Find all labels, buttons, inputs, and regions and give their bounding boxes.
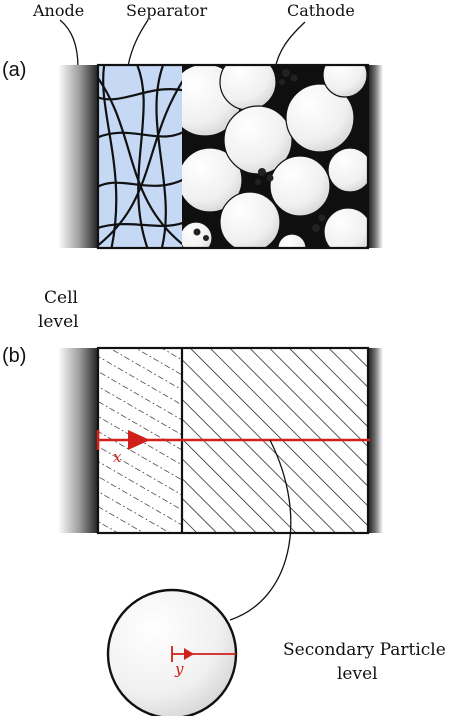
cathode-leader-line bbox=[274, 21, 306, 71]
separator-label: Separator bbox=[126, 1, 207, 20]
anode-region-b bbox=[58, 348, 98, 533]
cathode-collector-a bbox=[368, 65, 383, 248]
particle-level-label-line2: level bbox=[337, 664, 378, 684]
anode-leader-line bbox=[59, 19, 79, 69]
cathode-label: Cathode bbox=[287, 1, 355, 20]
cathode-particles bbox=[182, 65, 368, 248]
cathode-region bbox=[182, 65, 368, 248]
cell-level-label-line2: level bbox=[38, 312, 79, 332]
separator-leader-line bbox=[127, 19, 149, 67]
anode-label: Anode bbox=[32, 1, 84, 20]
panel-a-label: (a) bbox=[2, 59, 26, 81]
x-variable-label: x bbox=[113, 448, 122, 466]
cell-level-label-line1: Cell bbox=[44, 288, 78, 308]
cathode-collector-b bbox=[368, 348, 383, 533]
y-variable-label: y bbox=[174, 660, 184, 678]
panel-a-frame bbox=[96, 63, 370, 250]
cathode-additive-dots bbox=[193, 69, 326, 241]
y-axis bbox=[171, 646, 236, 662]
particle-level-label-line1: Secondary Particle bbox=[283, 640, 446, 660]
anode-region bbox=[58, 65, 98, 248]
particle-connector-line bbox=[229, 439, 292, 621]
panel-b-label: (b) bbox=[2, 345, 26, 367]
x-axis bbox=[96, 430, 370, 450]
separator-region bbox=[98, 65, 182, 248]
